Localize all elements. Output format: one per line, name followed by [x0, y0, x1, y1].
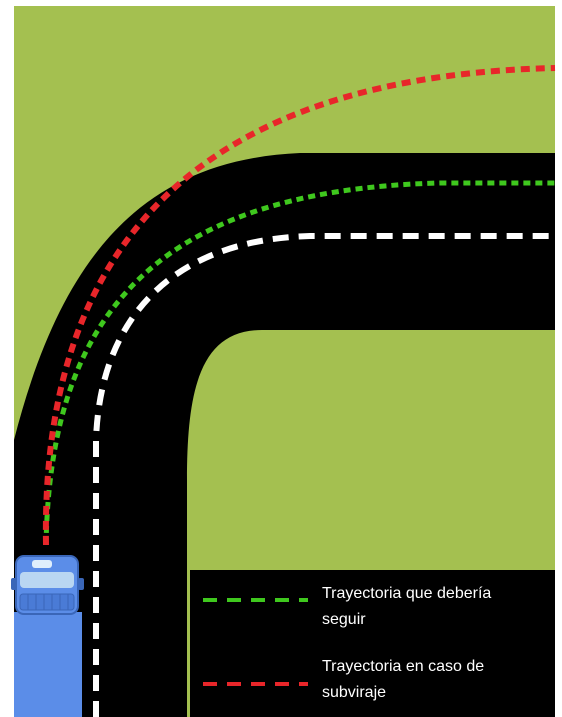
legend-understeer-label-line2: subviraje	[322, 684, 386, 701]
legend-box	[190, 570, 555, 717]
correct-path-line	[43, 180, 555, 546]
road	[14, 153, 555, 717]
legend-correct-label-line1: Trayectoria que debería	[322, 585, 491, 602]
truck-icon	[11, 555, 84, 717]
legend-correct-label-line2: seguir	[322, 611, 366, 628]
legend-understeer-label-line1: Trayectoria en caso de	[322, 658, 484, 675]
understeer-path-line	[42, 65, 556, 546]
